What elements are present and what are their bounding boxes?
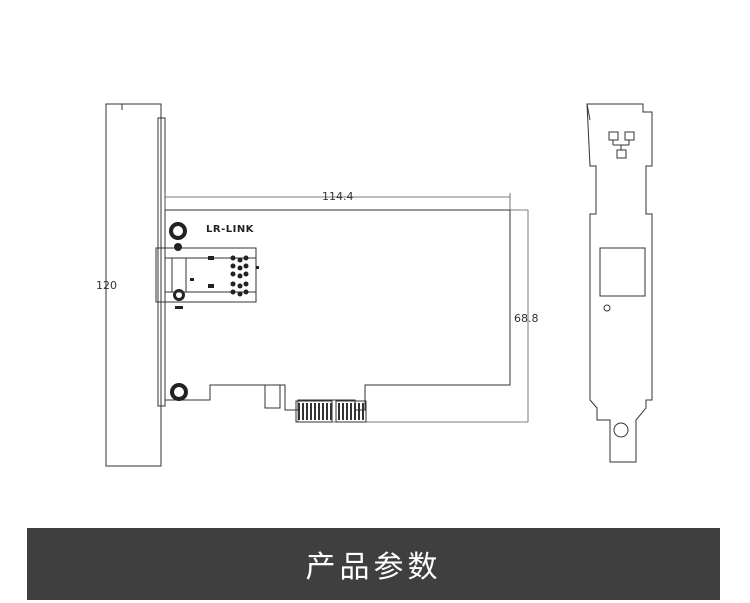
gold-fingers bbox=[298, 403, 364, 420]
banner-title: 产品参数 bbox=[305, 550, 442, 585]
brand-logo: LR-LINK bbox=[206, 224, 255, 235]
dimension-height: 68.8 bbox=[514, 312, 539, 325]
mounting-hole-top bbox=[169, 222, 187, 251]
section-banner: 产品参数 bbox=[27, 528, 720, 600]
dimension-bracket-height: 120 bbox=[96, 279, 117, 292]
finger-outline bbox=[295, 400, 367, 423]
dimension-width: 114.4 bbox=[322, 190, 354, 203]
mounting-hole-mid bbox=[173, 289, 185, 301]
side-bracket bbox=[105, 103, 166, 467]
pcb-board bbox=[165, 209, 511, 411]
mounting-hole-bottom bbox=[170, 383, 188, 401]
components bbox=[175, 255, 259, 309]
network-icon bbox=[608, 131, 635, 159]
dimension-height-line bbox=[297, 209, 529, 423]
dimension-width-line bbox=[164, 193, 511, 210]
technical-drawing: 120 114.4 68.8 LR-LINK bbox=[96, 103, 653, 467]
front-bracket bbox=[586, 103, 653, 463]
